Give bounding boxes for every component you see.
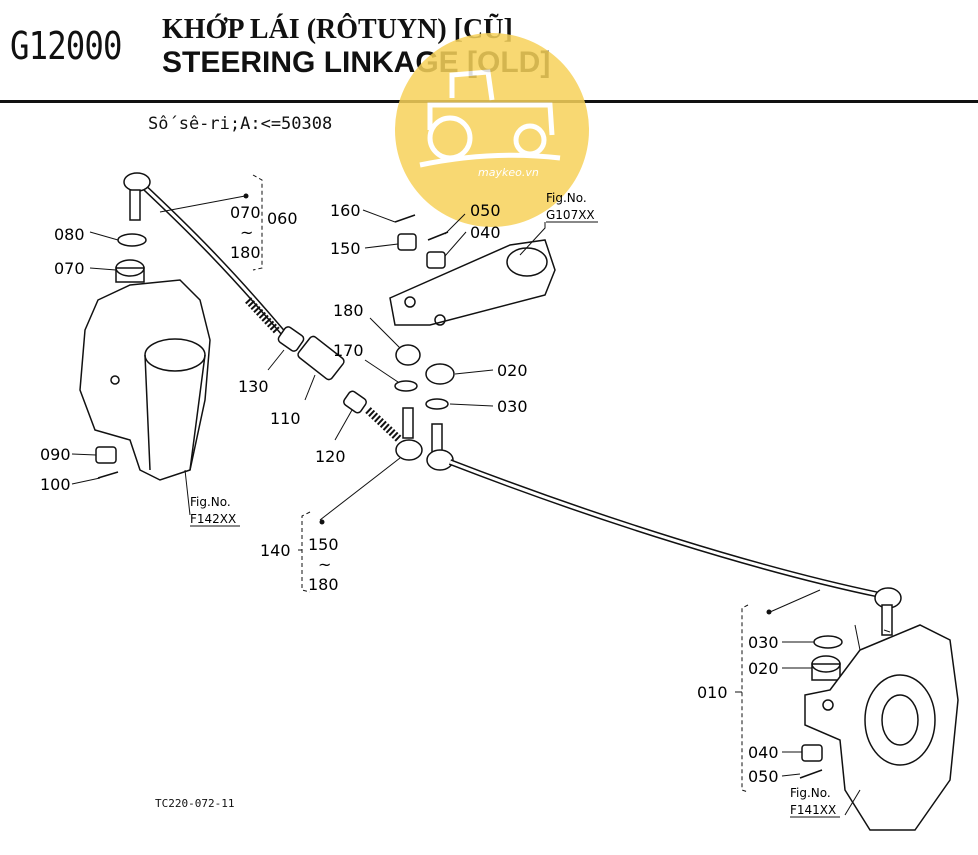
lock-nut-120 [343, 390, 367, 414]
part-label: 160 [330, 201, 361, 220]
part-label: 040 [748, 743, 779, 762]
part-label: 070 [54, 259, 85, 278]
part-label: 150 [330, 239, 361, 258]
ball-joint-center-right [426, 449, 454, 471]
part-group-code: G12000 [10, 24, 122, 68]
watermark-circle [395, 33, 589, 227]
dust-cover-020 [425, 363, 455, 385]
lower-tie-rod [448, 459, 881, 598]
seal-ring-080 [117, 233, 147, 247]
ball-joint-center-left [395, 439, 423, 461]
cotter-pin-050 [427, 231, 449, 241]
part-label: 020 [497, 361, 528, 380]
part-label: 170 [333, 341, 364, 360]
fig-ref-label: Fig.No. [190, 495, 231, 509]
cotter-pin-100 [97, 471, 119, 479]
part-label: 030 [748, 633, 779, 652]
watermark-logo: maykeo.vn [395, 33, 589, 227]
part-drawings [79, 172, 959, 831]
cotter-pin-050-right [799, 769, 823, 779]
ball-stud-upper [129, 189, 141, 221]
part-label: 180 [308, 575, 339, 594]
lock-nut-130 [277, 326, 305, 352]
part-label: ~ [240, 223, 253, 242]
cotter-pin-160 [394, 214, 416, 223]
part-label: 070 [230, 203, 261, 222]
part-label: 040 [470, 223, 501, 242]
steering-arm [389, 239, 556, 326]
nut-040-right [801, 744, 823, 762]
part-label: 180 [230, 243, 261, 262]
watermark-text: maykeo.vn [478, 166, 539, 179]
bracket-140 [301, 511, 311, 593]
leader-lines [71, 174, 891, 816]
nut-090 [95, 446, 117, 464]
leader-dot-010 [766, 609, 772, 615]
part-label: 050 [470, 201, 501, 220]
part-label: 060 [267, 209, 298, 228]
seal-ring-030-right [813, 635, 843, 649]
ball-joint-upper [123, 172, 151, 192]
serial-range: Số sê-ri;A:<=50308 [148, 114, 333, 134]
knuckle-housing-right [804, 624, 959, 831]
fig-ref-number: G107XX [546, 208, 595, 222]
leader-dot-060 [243, 193, 249, 199]
part-label: 080 [54, 225, 85, 244]
part-label: 120 [315, 447, 346, 466]
seal-ring-030 [425, 398, 449, 410]
knuckle-housing-left [79, 279, 211, 481]
part-label: 100 [40, 475, 71, 494]
nut-040 [426, 251, 446, 269]
part-label: 140 [260, 541, 291, 560]
figure-references: Fig.No. G107XX Fig.No. F142XX Fig.No. F1… [190, 191, 840, 818]
seal-ring-170 [394, 380, 418, 392]
dust-cover-180 [395, 344, 421, 366]
fig-ref-label: Fig.No. [546, 191, 587, 205]
part-label: 010 [697, 683, 728, 702]
bracket-010 [741, 604, 749, 793]
fig-ref-label: Fig.No. [790, 786, 831, 800]
part-label: ~ [318, 555, 331, 574]
part-label: 030 [497, 397, 528, 416]
part-label: 020 [748, 659, 779, 678]
page-title-vietnamese: KHỚP LÁI (RÔTUYN) [CŨ] [162, 14, 513, 45]
part-label: 150 [308, 535, 339, 554]
part-labels: 060 070 ~ 180 080 070 160 050 040 150 18… [40, 201, 779, 786]
part-label: 050 [748, 767, 779, 786]
sleeve-110 [297, 335, 345, 381]
drawing-id: TC220-072-11 [155, 797, 235, 810]
nut-150 [397, 233, 417, 251]
part-label: 110 [270, 409, 301, 428]
tractor-icon [419, 69, 561, 168]
fig-ref-number: F142XX [190, 512, 236, 526]
part-label: 180 [333, 301, 364, 320]
part-label: 130 [238, 377, 269, 396]
fig-ref-number: F141XX [790, 803, 836, 817]
leader-dot-140 [319, 519, 325, 525]
part-label: 090 [40, 445, 71, 464]
